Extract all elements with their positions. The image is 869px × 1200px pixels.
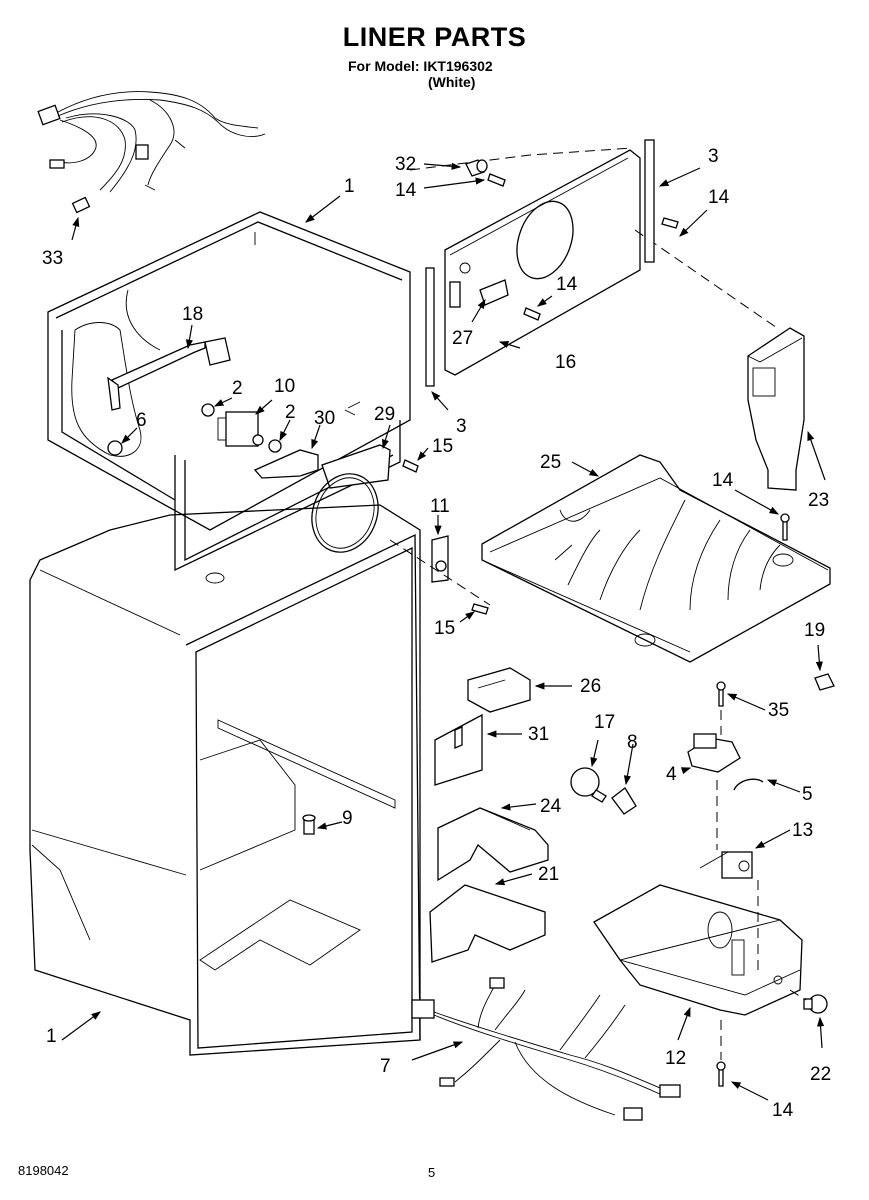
nut-2-upper: [201, 403, 215, 417]
callout-21: 21: [538, 864, 559, 885]
lower-liner: [29, 504, 421, 1056]
spacer-32: [465, 159, 488, 177]
clip-19: [814, 644, 835, 691]
callout-13: 13: [792, 820, 813, 841]
callout-11: 11: [430, 496, 450, 517]
callout-2-lower: 2: [285, 402, 296, 423]
thermostat-13: [699, 829, 791, 879]
callout-33: 33: [42, 248, 63, 269]
tube-5: [733, 778, 801, 793]
shelf-25: [481, 454, 831, 663]
callout-14-panel: 14: [556, 274, 578, 295]
callout-16: 16: [555, 352, 576, 373]
callout-30: 30: [314, 408, 335, 429]
bracket-30: [253, 424, 321, 479]
screw-14-bottom: [716, 1020, 769, 1101]
callout-3-right: 3: [708, 146, 719, 167]
switch-housing-26: [467, 667, 572, 713]
model-line: For Model: IKT196302: [348, 58, 493, 74]
callout-7: 7: [380, 1056, 391, 1077]
screw-15-lower: [459, 603, 489, 623]
socket-8: [611, 743, 637, 815]
relay-4: [680, 733, 741, 775]
callout-26: 26: [580, 676, 601, 697]
page-title: LINER PARTS: [342, 22, 527, 52]
bracket-18: [107, 324, 231, 411]
drain-cap-9: [302, 814, 343, 835]
callout-4: 4: [666, 764, 677, 785]
light-bulb-17: [570, 739, 607, 803]
callout-14-bottom: 14: [772, 1100, 794, 1121]
gasket-ring: [311, 473, 379, 553]
leader-27: [471, 298, 486, 323]
knob-22: [789, 989, 828, 1049]
nut-2-lower: [268, 439, 282, 453]
control-10: [217, 399, 273, 447]
callout-27: 27: [452, 328, 473, 349]
page-number: 5: [428, 1165, 436, 1180]
callout-5: 5: [802, 784, 813, 805]
callout-23: 23: [808, 490, 829, 511]
callout-2-upper: 2: [232, 378, 243, 399]
panel-16: [409, 147, 781, 376]
callout-31: 31: [528, 724, 549, 745]
screw-14-panel: [523, 307, 541, 321]
screw-15-upper: [402, 447, 429, 473]
callout-15-upper: 15: [432, 436, 453, 457]
screw-14-top: [487, 173, 506, 187]
knob-6: [107, 440, 123, 456]
strip-3-right: [644, 139, 701, 263]
strip-3-left: [425, 267, 449, 411]
control-housing-12: [593, 880, 803, 1041]
callout-22: 22: [810, 1064, 831, 1085]
upper-wiring-harness: [37, 91, 266, 241]
callout-6: 6: [136, 410, 147, 431]
cover-24: [437, 803, 549, 882]
callout-14-right: 14: [708, 187, 730, 208]
light-shield-21: [429, 873, 546, 963]
callout-10: 10: [274, 376, 295, 397]
callout-32: 32: [395, 154, 416, 175]
callout-1-upper: 1: [344, 176, 355, 197]
color-variant: (White): [428, 74, 476, 90]
upper-liner: [47, 195, 411, 572]
callout-8: 8: [627, 732, 638, 753]
callout-15-lower: 15: [434, 618, 455, 639]
callout-1-lower: 1: [46, 1026, 57, 1047]
screw-35: [716, 681, 766, 735]
air-duct-23: [747, 327, 826, 491]
callout-3-left: 3: [456, 416, 467, 437]
document-number: 8198042: [18, 1163, 69, 1178]
lower-wiring-harness-7: [411, 977, 681, 1121]
callout-18: 18: [182, 304, 203, 325]
callout-24: 24: [540, 796, 562, 817]
callout-19: 19: [804, 620, 825, 641]
screw-14-shelf: [780, 513, 790, 541]
callout-14-shelf: 14: [712, 470, 734, 491]
callout-9: 9: [342, 808, 353, 829]
screw-14-right: [661, 217, 679, 229]
callout-35: 35: [768, 700, 789, 721]
damper-11: [389, 515, 491, 606]
bracket-29: [321, 424, 391, 489]
callout-labels: 33 1 32 14 3 14 14 27 16 18 2 10 6 2 30 …: [42, 146, 831, 1121]
bracket-plate-31: [434, 713, 522, 786]
callout-17: 17: [594, 712, 615, 733]
callout-12: 12: [665, 1048, 686, 1069]
callout-25: 25: [540, 452, 561, 473]
callout-14-top: 14: [395, 180, 417, 201]
callout-29: 29: [374, 404, 395, 425]
